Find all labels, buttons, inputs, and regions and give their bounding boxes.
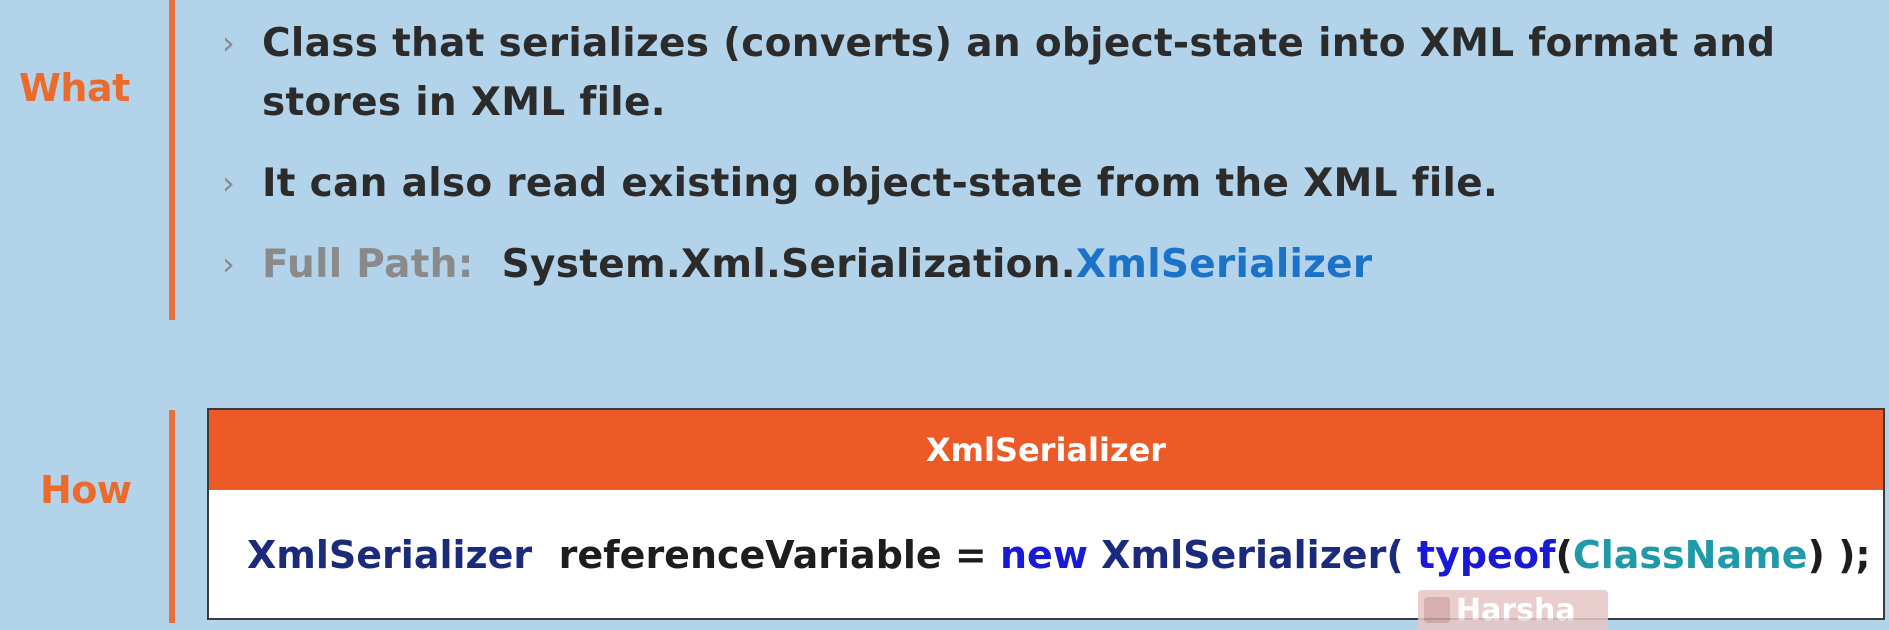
code-constructor-token: XmlSerializer(	[1101, 533, 1404, 577]
bullet-item-full-path: › Full Path: System.Xml.Serialization.Xml…	[222, 235, 1822, 294]
code-type-token: XmlSerializer	[247, 533, 533, 577]
full-path-namespace: System.Xml.Serialization.	[501, 242, 1076, 287]
what-bullet-list: › Class that serializes (converts) an ob…	[222, 14, 1822, 294]
code-classname-token: ClassName	[1572, 533, 1808, 577]
section-divider-how	[169, 410, 175, 623]
full-path-label: Full Path:	[262, 242, 474, 287]
code-close-token: ) );	[1807, 533, 1871, 577]
syntax-box-title: XmlSerializer	[209, 410, 1883, 490]
syntax-box: XmlSerializer XmlSerializer referenceVar…	[207, 408, 1885, 620]
code-typeof-keyword: typeof	[1416, 533, 1556, 577]
bullet-item-definition: › Class that serializes (converts) an ob…	[222, 14, 1822, 132]
syntax-code-line: XmlSerializer referenceVariable = new Xm…	[247, 533, 1871, 577]
code-variable-token: referenceVariable =	[558, 533, 987, 577]
watermark-text: Harsha	[1456, 592, 1576, 628]
bullet-item-read: › It can also read existing object-state…	[222, 154, 1822, 213]
full-path-class: XmlSerializer	[1075, 242, 1373, 287]
chevron-right-icon: ›	[222, 24, 236, 62]
chevron-right-icon: ›	[222, 164, 236, 202]
watermark-logo-icon	[1424, 597, 1450, 623]
section-divider-what	[169, 0, 175, 320]
bullet-text: Class that serializes (converts) an obje…	[262, 21, 1776, 125]
bullet-text: It can also read existing object-state f…	[262, 161, 1499, 206]
section-label-how: How	[40, 468, 132, 512]
code-new-keyword: new	[1000, 533, 1088, 577]
chevron-right-icon: ›	[222, 245, 236, 283]
channel-watermark: Harsha	[1418, 590, 1608, 630]
code-open-paren: (	[1555, 533, 1573, 577]
section-label-what: What	[19, 66, 130, 110]
